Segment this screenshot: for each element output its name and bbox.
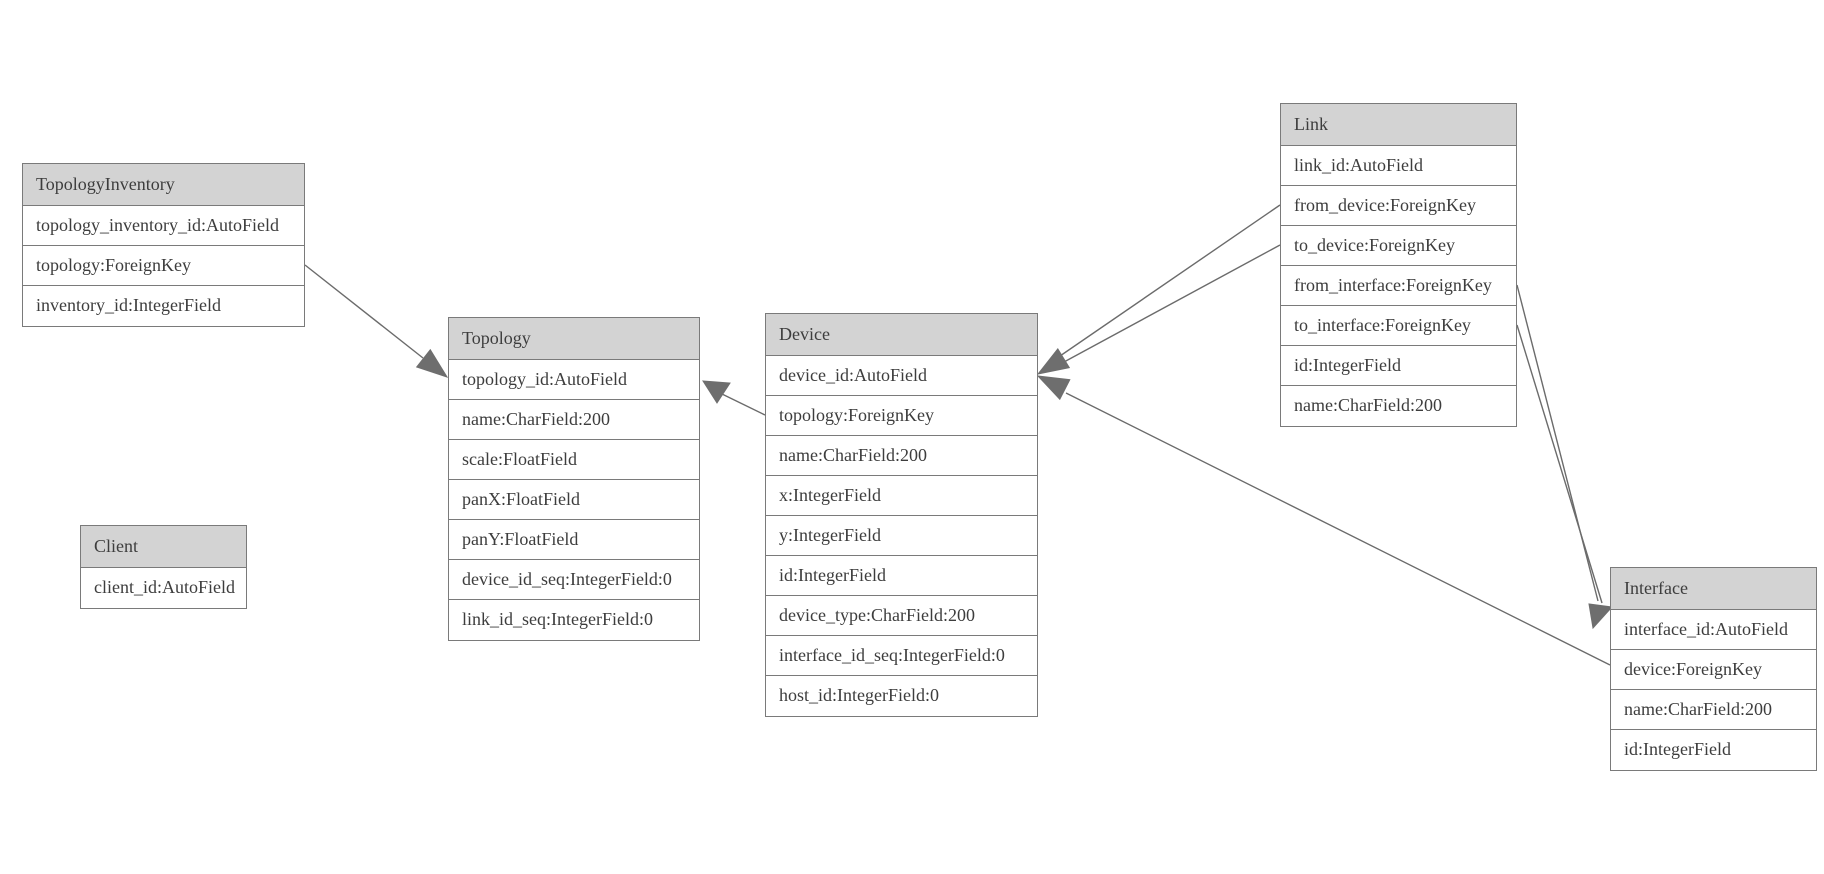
entity-device-title: Device: [766, 314, 1037, 356]
entity-device: Device device_id:AutoField topology:Fore…: [765, 313, 1038, 717]
edge-topologyinventory-topology: [304, 264, 424, 359]
field-row: inventory_id:IntegerField: [23, 286, 304, 326]
entity-link: Link link_id:AutoField from_device:Forei…: [1280, 103, 1517, 427]
entity-topology: Topology topology_id:AutoField name:Char…: [448, 317, 700, 641]
entity-interface: Interface interface_id:AutoField device:…: [1610, 567, 1817, 771]
entity-client: Client client_id:AutoField: [80, 525, 247, 609]
field-row: topology:ForeignKey: [23, 246, 304, 286]
field-row: id:IntegerField: [1281, 346, 1516, 386]
arrowhead-topology-right: [702, 380, 731, 404]
field-row: link_id:AutoField: [1281, 146, 1516, 186]
field-row: id:IntegerField: [766, 556, 1037, 596]
arrowhead-interface: [1588, 603, 1614, 630]
field-row: name:CharField:200: [1611, 690, 1816, 730]
field-row: interface_id_seq:IntegerField:0: [766, 636, 1037, 676]
field-row: name:CharField:200: [449, 400, 699, 440]
entity-topology-title: Topology: [449, 318, 699, 360]
field-row: y:IntegerField: [766, 516, 1037, 556]
field-row: from_device:ForeignKey: [1281, 186, 1516, 226]
field-row: id:IntegerField: [1611, 730, 1816, 770]
arrowhead-device-from-interface: [1036, 375, 1071, 401]
arrowhead-device-from-link: [1036, 348, 1071, 375]
edge-link-to-device: [1063, 244, 1281, 363]
field-row: topology:ForeignKey: [766, 396, 1037, 436]
field-row: topology_id:AutoField: [449, 360, 699, 400]
field-row: to_interface:ForeignKey: [1281, 306, 1516, 346]
edge-device-topology: [721, 393, 766, 416]
field-row: panX:FloatField: [449, 480, 699, 520]
field-row: link_id_seq:IntegerField:0: [449, 600, 699, 640]
field-row: topology_inventory_id:AutoField: [23, 206, 304, 246]
edge-interface-device: [1065, 392, 1611, 666]
field-row: panY:FloatField: [449, 520, 699, 560]
entity-topologyinventory: TopologyInventory topology_inventory_id:…: [22, 163, 305, 327]
field-row: device_type:CharField:200: [766, 596, 1037, 636]
field-row: to_device:ForeignKey: [1281, 226, 1516, 266]
edge-link-from-interface: [1516, 284, 1599, 602]
field-row: x:IntegerField: [766, 476, 1037, 516]
entity-link-title: Link: [1281, 104, 1516, 146]
entity-client-title: Client: [81, 526, 246, 568]
entity-interface-title: Interface: [1611, 568, 1816, 610]
entity-topologyinventory-title: TopologyInventory: [23, 164, 304, 206]
field-row: name:CharField:200: [1281, 386, 1516, 426]
arrowhead-topology-left: [415, 348, 449, 378]
field-row: name:CharField:200: [766, 436, 1037, 476]
field-row: host_id:IntegerField:0: [766, 676, 1037, 716]
field-row: client_id:AutoField: [81, 568, 246, 608]
edge-link-from-device: [1059, 204, 1281, 357]
field-row: scale:FloatField: [449, 440, 699, 480]
field-row: device_id_seq:IntegerField:0: [449, 560, 699, 600]
field-row: device:ForeignKey: [1611, 650, 1816, 690]
edge-link-to-interface: [1516, 324, 1603, 604]
field-row: interface_id:AutoField: [1611, 610, 1816, 650]
field-row: from_interface:ForeignKey: [1281, 266, 1516, 306]
field-row: device_id:AutoField: [766, 356, 1037, 396]
